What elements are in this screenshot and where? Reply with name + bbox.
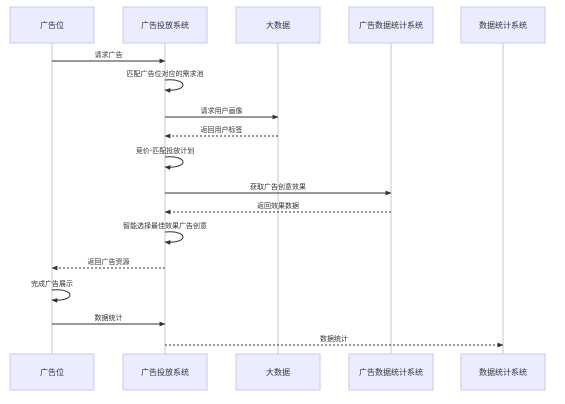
message-label: 智能选择最佳效果广告创意 [123,221,207,230]
actor-top-big_data: 大数据 [235,6,321,44]
message: 返回广告资源 [51,257,165,271]
messages: 请求广告匹配广告位对应的需求池请求用户画像返回用户标签竞价-匹配投放计划获取广告… [31,50,504,348]
message-loop [51,289,71,303]
actors-bottom: 广告位 广告投放系统 大数据 广告数据统计系统 数据统计系统 [9,353,546,391]
actor-top-ad_stats: 广告数据统计系统 [348,6,434,44]
message: 竞价-匹配投放计划 [136,146,195,170]
message: 数据统计 [52,313,166,327]
message-label: 请求广告 [95,50,123,59]
actor-label: 广告数据统计系统 [359,20,423,30]
message: 智能选择最佳效果广告创意 [123,221,207,245]
message-label: 请求用户画像 [201,106,243,115]
actor-label: 大数据 [266,20,290,30]
actor-box [9,353,95,391]
message-label: 返回效果数据 [257,201,299,210]
message: 匹配广告位对应的需求池 [127,69,204,93]
actor-top-data_stats: 数据统计系统 [460,6,546,44]
message: 请求广告 [52,50,166,64]
actor-bottom-data_stats: 数据统计系统 [460,353,546,391]
actor-box [348,353,434,391]
lifelines [51,43,504,354]
message: 请求用户画像 [165,106,279,120]
message-label: 获取广告创意效果 [250,182,306,191]
actor-label: 大数据 [266,367,290,377]
message-label: 完成广告展示 [31,279,73,288]
actor-box [122,353,208,391]
actor-bottom-big_data: 大数据 [235,353,321,391]
message: 返回效果数据 [164,201,391,215]
actor-label: 广告投放系统 [141,20,189,30]
actor-box [235,353,321,391]
actor-box [460,6,546,44]
message-label: 竞价-匹配投放计划 [136,146,195,155]
actor-bottom-ad_slot: 广告位 [9,353,95,391]
actor-top-ad_delivery: 广告投放系统 [122,6,208,44]
message-label: 匹配广告位对应的需求池 [127,69,204,78]
message-loop [164,79,184,93]
message: 完成广告展示 [31,279,73,303]
actor-label: 广告数据统计系统 [359,367,423,377]
message-label: 数据统计 [95,313,123,322]
message-loop [164,156,184,170]
actor-label: 广告位 [40,367,64,377]
actor-box [235,6,321,44]
message-label: 返回用户标签 [201,125,243,134]
message: 获取广告创意效果 [165,182,392,196]
message: 数据统计 [165,334,504,348]
actor-bottom-ad_stats: 广告数据统计系统 [348,353,434,391]
message-label: 返回广告资源 [88,257,130,266]
actor-label: 广告位 [40,20,64,30]
actor-box [460,353,546,391]
actors-top: 广告位 广告投放系统 大数据 广告数据统计系统 数据统计系统 [9,6,546,44]
actor-label: 广告投放系统 [141,367,189,377]
actor-label: 数据统计系统 [479,367,527,377]
actor-box [348,6,434,44]
message: 返回用户标签 [164,125,278,139]
message-label: 数据统计 [320,334,348,343]
actor-box [9,6,95,44]
message-loop [164,231,184,245]
actor-top-ad_slot: 广告位 [9,6,95,44]
actor-bottom-ad_delivery: 广告投放系统 [122,353,208,391]
actor-box [122,6,208,44]
actor-label: 数据统计系统 [479,20,527,30]
